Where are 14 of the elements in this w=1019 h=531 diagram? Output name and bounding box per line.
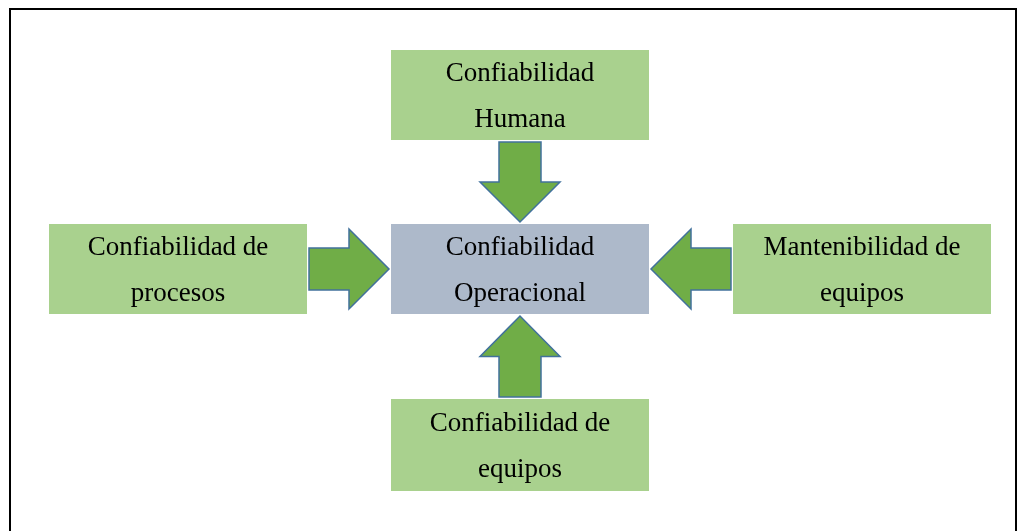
- box-label: Confiabilidad Humana: [444, 56, 596, 135]
- text-box: [391, 399, 649, 491]
- block-arrow: [649, 227, 732, 311]
- box-label: Mantenibilidad de equipos: [762, 230, 962, 309]
- block-arrow: [478, 314, 562, 398]
- box-label: Confiabilidad de procesos: [86, 230, 270, 309]
- box-label: Confiabilidad Operacional: [444, 230, 596, 309]
- text-box: [391, 224, 649, 314]
- text-box: [391, 50, 649, 140]
- text-box: [733, 224, 991, 314]
- block-arrow: [478, 141, 562, 224]
- block-arrow: [308, 227, 391, 311]
- box-label: Confiabilidad de equipos: [428, 406, 612, 485]
- text-box: [49, 224, 307, 314]
